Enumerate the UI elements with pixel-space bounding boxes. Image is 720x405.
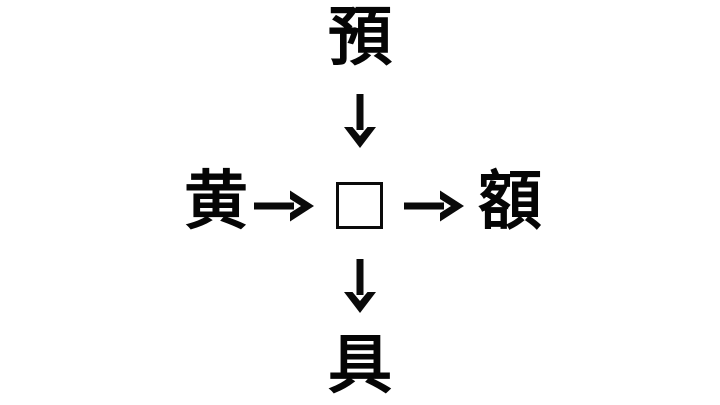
- right-arrow-right: [404, 188, 464, 224]
- down-arrow-top: [342, 94, 378, 148]
- kanji-left: 黄: [184, 165, 248, 239]
- right-arrow-left: [254, 188, 314, 224]
- kanji-right: 額: [478, 165, 542, 239]
- kanji-bottom: 具: [328, 329, 392, 403]
- center-empty-box[interactable]: [336, 182, 383, 229]
- kanji-top: 預: [328, 1, 392, 75]
- down-arrow-bottom: [342, 259, 378, 313]
